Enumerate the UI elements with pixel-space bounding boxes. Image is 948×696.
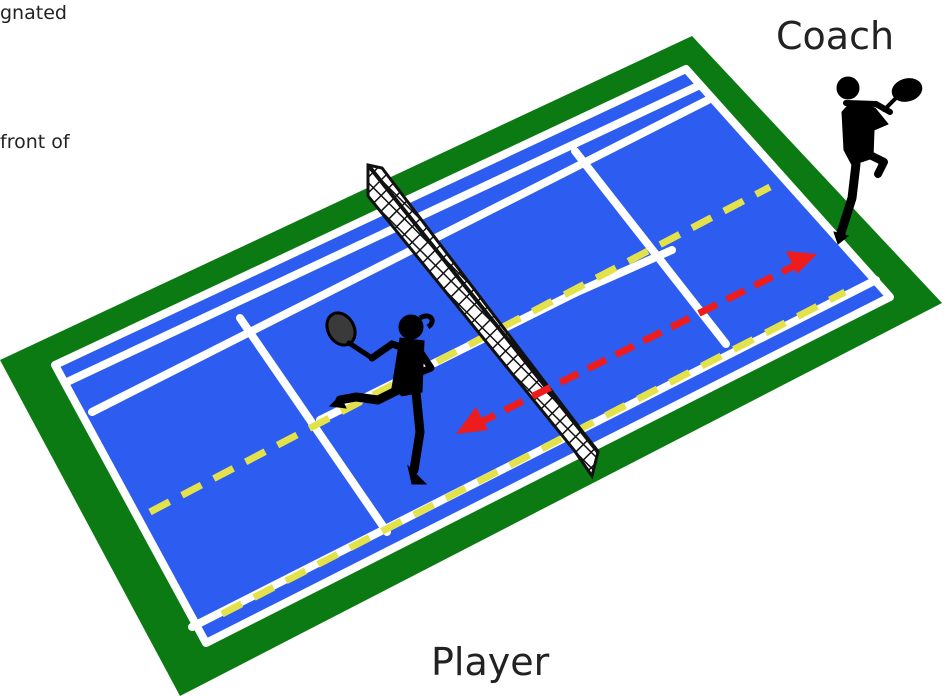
player-silhouette-icon	[325, 311, 435, 485]
cropped-text-middle: front of	[0, 131, 70, 153]
double-arrow-icon	[456, 251, 817, 434]
guide-dashes	[148, 183, 847, 618]
coach-label: Coach	[776, 14, 895, 58]
net-icon	[366, 163, 600, 480]
cropped-text-top: gnated	[0, 2, 67, 24]
coach-silhouette-icon	[833, 76, 923, 245]
court-surface	[55, 69, 890, 643]
player-label: Player	[431, 640, 550, 684]
